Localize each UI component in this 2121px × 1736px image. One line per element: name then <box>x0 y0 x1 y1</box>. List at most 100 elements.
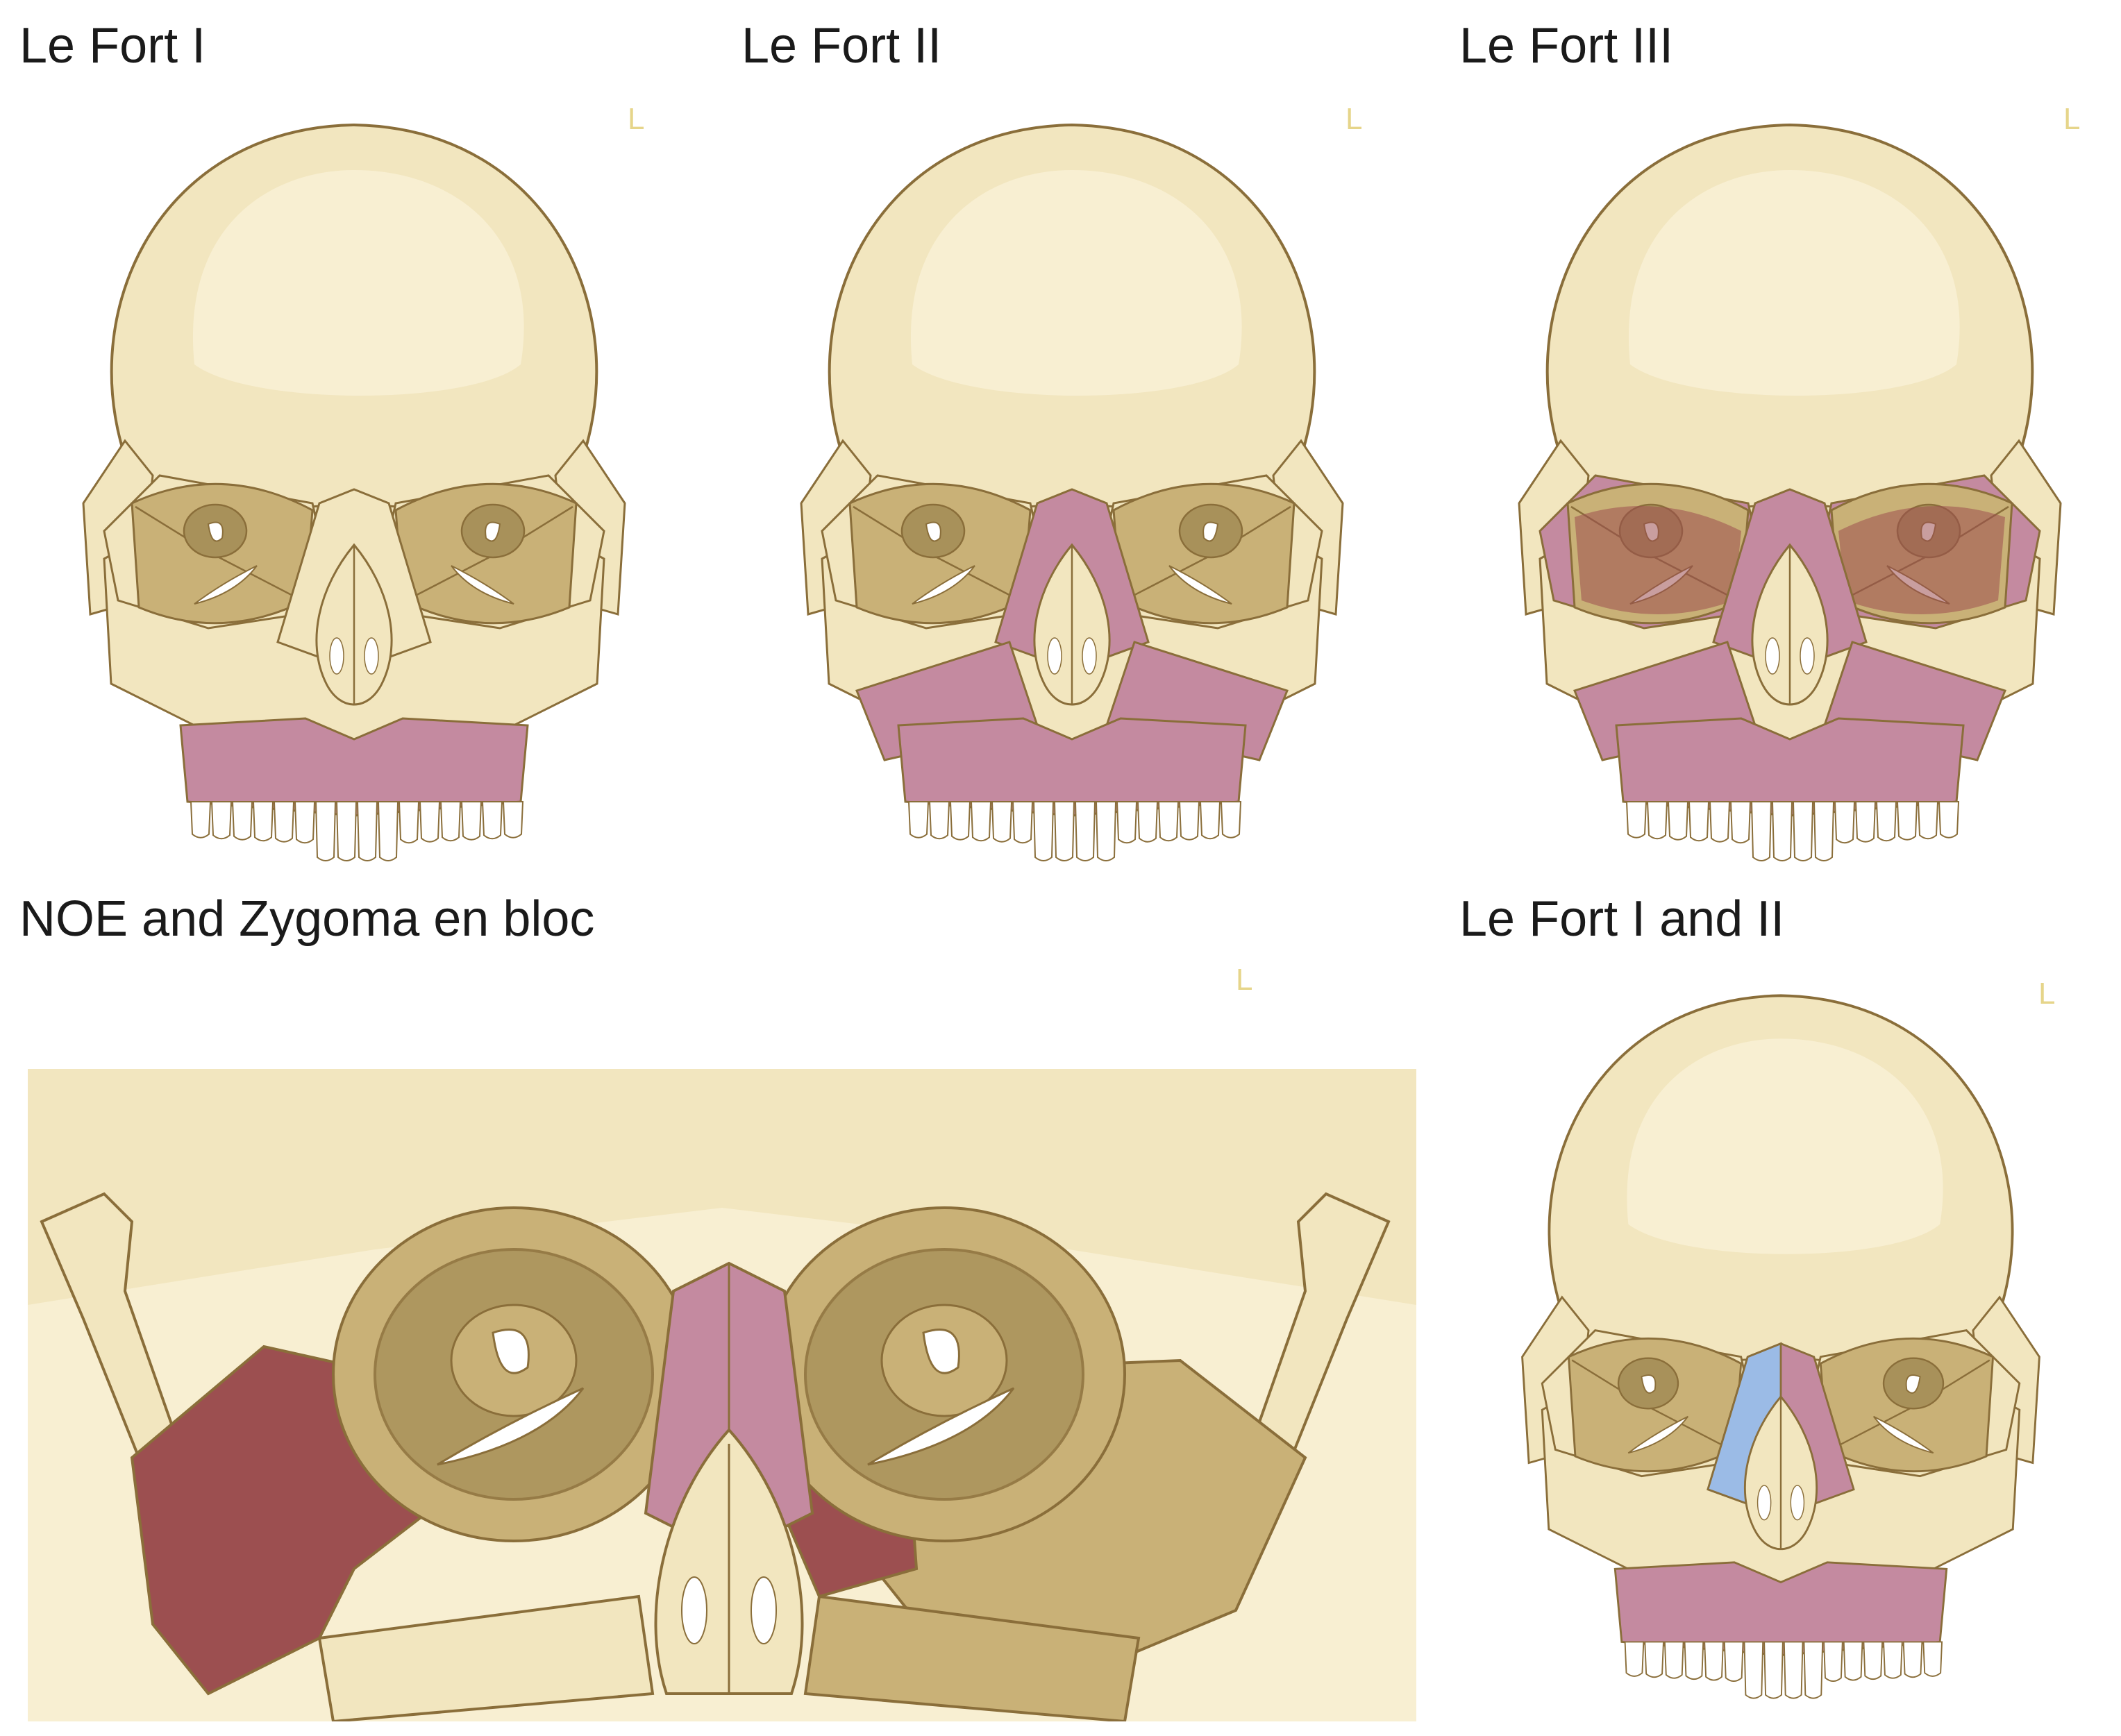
closeup-nasal-cavity-left <box>681 1576 707 1644</box>
tooth <box>1922 1641 1943 1677</box>
forehead-highlight <box>192 170 524 396</box>
tooth <box>315 801 337 861</box>
left-optic-foramen <box>1641 1374 1657 1394</box>
tooth <box>1667 801 1689 841</box>
tooth <box>949 801 971 841</box>
tooth <box>1709 801 1731 843</box>
zygoma-orbit-overlay-left <box>1575 506 1741 614</box>
tooth <box>1771 801 1793 861</box>
tooth <box>210 801 233 840</box>
tooth <box>1644 1641 1664 1678</box>
nasal-cavity-right <box>364 637 379 675</box>
closeup-nasal-cavity-right <box>751 1576 777 1644</box>
tooth <box>1750 801 1772 861</box>
tooth <box>1854 801 1877 843</box>
tooth <box>1157 801 1180 842</box>
closeup-forehead <box>28 1069 1416 1305</box>
title-le-fort-1: Le Fort I <box>19 18 206 74</box>
skull-group <box>1518 123 2062 861</box>
title-le-fort-3: Le Fort III <box>1459 18 1674 74</box>
tooth <box>928 801 950 840</box>
tooth <box>1803 1641 1824 1699</box>
right-optic-foramen <box>1905 1374 1921 1394</box>
tooth <box>1743 1641 1764 1699</box>
tooth <box>1723 1641 1744 1682</box>
tooth <box>1704 1641 1724 1681</box>
tooth <box>502 801 524 838</box>
tooth <box>1116 801 1138 844</box>
tooth <box>1813 801 1835 861</box>
tooth <box>1625 801 1648 838</box>
tooth <box>1896 801 1918 841</box>
tooth <box>231 801 253 841</box>
teeth-row <box>907 801 1242 861</box>
tooth <box>1883 1641 1903 1679</box>
tooth <box>252 801 274 842</box>
forehead-highlight <box>1628 170 1960 396</box>
skull-panel-le-fort-3 <box>1477 115 2102 885</box>
skull-panel-le-fort-1 <box>42 115 667 885</box>
tooth <box>273 801 295 843</box>
zygoma-orbit-overlay-right <box>1838 506 2005 614</box>
tooth <box>1012 801 1034 844</box>
tooth <box>907 801 930 838</box>
teeth-row <box>1624 1641 1943 1699</box>
tooth <box>991 801 1013 843</box>
teeth-row <box>1625 801 1960 861</box>
closeup-right-optic-foramen <box>922 1329 960 1374</box>
left-optic-foramen <box>925 521 941 542</box>
tooth <box>377 801 399 861</box>
right-orbital-fissure <box>1168 565 1232 605</box>
skull-svg <box>1521 994 2040 1699</box>
zygomatic-arch-right <box>1255 1192 1391 1460</box>
skull-svg <box>800 123 1344 861</box>
tooth <box>1823 1641 1843 1682</box>
tooth <box>1684 1641 1704 1680</box>
tooth <box>1902 1641 1923 1678</box>
tooth <box>1074 801 1096 861</box>
left-optic-foramen <box>207 521 224 542</box>
tooth <box>1032 801 1055 861</box>
right-orbital-fissure <box>1872 1415 1934 1454</box>
tooth <box>1220 801 1242 838</box>
maxilla-block-left <box>317 1594 655 1721</box>
tooth <box>294 801 316 844</box>
tooth <box>970 801 992 842</box>
noe-zygoma-svg <box>28 1069 1416 1721</box>
corner-mark-le-fort-3: L <box>2063 102 2081 136</box>
right-optic-foramen <box>485 521 501 542</box>
nasal-cavity-left <box>1765 637 1780 675</box>
tooth <box>1178 801 1200 841</box>
tooth <box>1688 801 1710 842</box>
nasal-cavity-left <box>1757 1485 1772 1521</box>
tooth <box>1763 1641 1784 1699</box>
title-noe-zygoma: NOE and Zygoma en bloc <box>19 891 595 947</box>
closeup-right-orbital-fissure <box>867 1387 1015 1466</box>
tooth <box>1792 801 1814 861</box>
tooth <box>1917 801 1939 840</box>
corner-mark-le-fort-1-2: L <box>2038 977 2056 1011</box>
tooth <box>1199 801 1221 840</box>
tooth <box>1095 801 1117 861</box>
corner-mark-le-fort-1: L <box>628 102 645 136</box>
tooth <box>1729 801 1752 844</box>
tooth <box>1137 801 1159 843</box>
tooth <box>439 801 462 842</box>
tooth <box>1938 801 1960 838</box>
nasal-cavity-right <box>1800 637 1815 675</box>
corner-mark-noe-zygoma: L <box>1236 963 1253 997</box>
right-orbital-fissure <box>451 565 514 605</box>
left-orbital-fissure <box>1627 1415 1689 1454</box>
tooth <box>1783 1641 1804 1699</box>
tooth <box>1843 1641 1863 1681</box>
forehead-highlight <box>1627 1038 1943 1254</box>
skull-group <box>82 123 626 861</box>
tooth <box>1663 1641 1684 1679</box>
tooth <box>1834 801 1856 844</box>
forehead-highlight <box>910 170 1242 396</box>
tooth <box>419 801 441 843</box>
tooth <box>1053 801 1075 861</box>
tooth <box>1875 801 1897 842</box>
tooth <box>190 801 212 838</box>
right-optic-foramen <box>1202 521 1219 542</box>
